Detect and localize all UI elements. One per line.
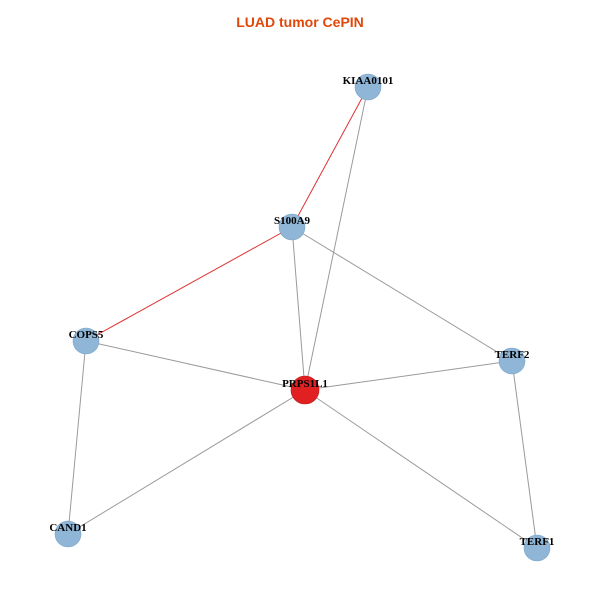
node-label-TERF1: TERF1 xyxy=(520,536,555,548)
edge-CAND1-PRPS1L1 xyxy=(67,389,306,535)
edge-TERF2-TERF1 xyxy=(511,360,538,549)
node-label-PRPS1L1: PRPS1L1 xyxy=(282,378,328,390)
edge-COPS5-CAND1 xyxy=(67,340,87,535)
node-TERF2 xyxy=(498,347,526,375)
edge-S100A9-PRPS1L1 xyxy=(291,226,306,391)
node-PRPS1L1-hub xyxy=(290,375,320,405)
node-label-KIAA0101: KIAA0101 xyxy=(343,75,394,87)
edge-COPS5-PRPS1L1 xyxy=(85,340,306,391)
node-S100A9 xyxy=(278,213,306,241)
edge-KIAA0101-PRPS1L1 xyxy=(304,86,369,391)
edge-TERF1-PRPS1L1 xyxy=(304,389,538,549)
node-label-COPS5: COPS5 xyxy=(69,329,104,341)
node-TERF1 xyxy=(523,534,551,562)
node-COPS5 xyxy=(72,327,100,355)
edge-S100A9-TERF2 xyxy=(291,226,513,362)
edge-KIAA0101-S100A9 xyxy=(291,86,369,228)
edge-TERF2-PRPS1L1 xyxy=(304,360,513,391)
node-label-S100A9: S100A9 xyxy=(274,215,311,227)
node-label-CAND1: CAND1 xyxy=(49,522,86,534)
node-KIAA0101 xyxy=(354,73,382,101)
plot-title: LUAD tumor CePIN xyxy=(236,14,364,30)
node-CAND1 xyxy=(54,520,82,548)
edge-S100A9-COPS5 xyxy=(85,226,293,342)
node-label-TERF2: TERF2 xyxy=(495,349,530,361)
